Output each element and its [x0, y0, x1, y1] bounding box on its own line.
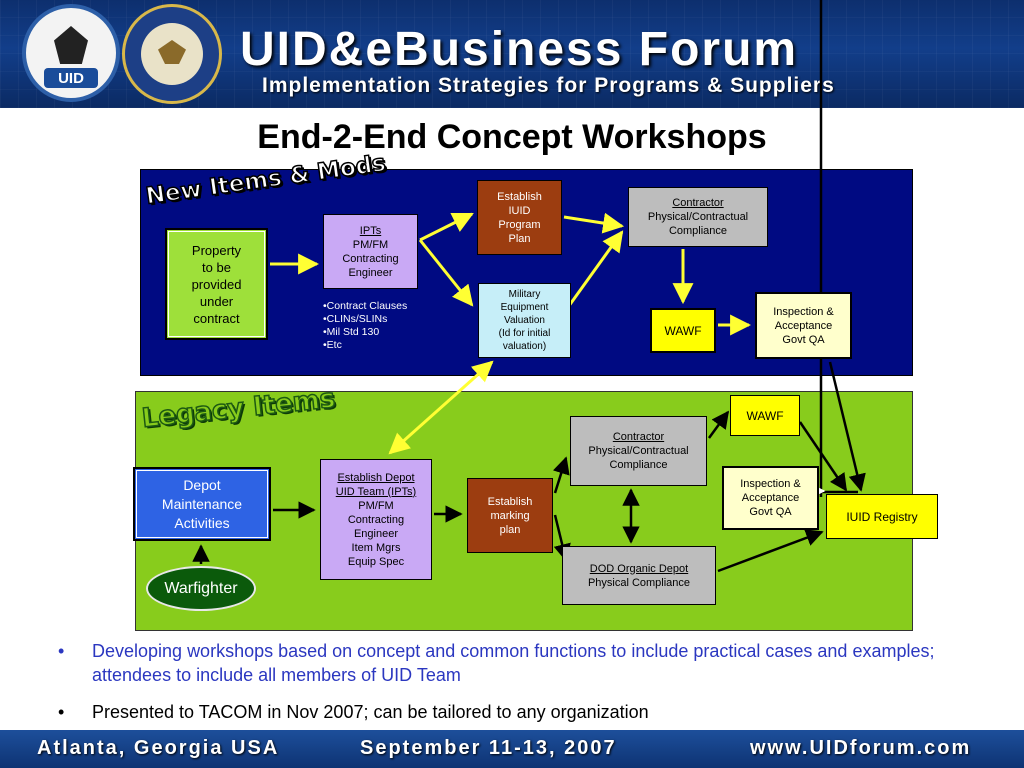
arrow-ipts-to-valuation	[418, 239, 474, 307]
property-line: to be	[202, 259, 231, 275]
bullet-text: Developing workshops based on concept an…	[92, 641, 935, 685]
arrow-contractor-to-wawf2	[707, 410, 730, 439]
footer-dates: September 11-13, 2007	[360, 737, 617, 759]
ipts-bullet: •CLINs/SLINs	[323, 313, 388, 325]
legacy-contractor-line: Compliance	[609, 459, 668, 471]
arrow-organic-to-registry	[717, 529, 824, 573]
legacy-inspection-acceptance-box: Inspection & Acceptance Govt QA	[722, 466, 819, 530]
marking-line: plan	[499, 523, 521, 536]
valuation-line: Valuation	[504, 315, 545, 326]
ipts-line: PM/FM	[352, 238, 389, 251]
ipts-bullet: •Contract Clauses	[323, 300, 408, 312]
legacy-wawf-label: WAWF	[746, 408, 784, 423]
warfighter-oval: Warfighter	[146, 566, 256, 611]
dod-organic-depot-box: DOD Organic Depot Physical Compliance	[562, 546, 716, 605]
depot-line: Maintenance	[161, 495, 243, 512]
plan-line: Program	[498, 218, 541, 231]
uid-logo: UID	[22, 4, 120, 102]
arrow-ipts-to-contractor	[563, 212, 625, 234]
depot-team-line: Equip Spec	[347, 555, 405, 568]
arrow-ipts-to-plan	[419, 212, 474, 242]
contractor-line: Physical/Contractual	[647, 211, 749, 223]
legacy-inspection-line: Acceptance	[741, 492, 800, 504]
ipts-bullet-list: •Contract Clauses •CLINs/SLINs •Mil Std …	[323, 300, 443, 352]
arrow-valuation-to-depot-team	[388, 360, 494, 455]
registry-label: IUID Registry	[846, 509, 918, 524]
bullet-dot: •	[58, 702, 65, 722]
ipts-line: Engineer	[348, 266, 393, 279]
depot-uid-team-box: Establish Depot UID Team (IPTs) PM/FM Co…	[320, 459, 432, 580]
depot-maintenance-box: Depot Maintenance Activities	[133, 467, 271, 541]
legacy-contractor-title: Contractor	[612, 431, 665, 443]
contractor-title: Contractor	[672, 197, 724, 209]
uid-logo-text: UID	[58, 70, 84, 87]
depot-line: Activities	[174, 514, 230, 531]
legacy-contractor-line: Physical/Contractual	[588, 445, 689, 457]
bullet-text: Presented to TACOM in Nov 2007; can be t…	[92, 702, 649, 722]
arrow-inspection1-to-registry	[828, 361, 866, 492]
slide-title: End-2-End Concept Workshops	[257, 118, 767, 156]
valuation-line: Equipment	[500, 302, 549, 313]
plan-line: Establish	[497, 190, 542, 203]
inspection-line: Govt QA	[782, 333, 825, 346]
depot-line: Depot	[183, 476, 221, 493]
valuation-line: (Id for initial	[498, 328, 551, 339]
property-box: Property to be provided under contract	[165, 228, 268, 340]
iuid-registry-box: IUID Registry	[826, 494, 938, 539]
forum-subtitle: Implementation Strategies for Programs &…	[262, 74, 835, 97]
marking-plan-box: Establish marking plan	[467, 478, 553, 553]
depot-team-line: PM/FM	[358, 499, 394, 512]
depot-team-title-2: UID Team (IPTs)	[335, 485, 417, 498]
legacy-wawf-box: WAWF	[730, 395, 800, 436]
footer-location: Atlanta, Georgia USA	[37, 737, 280, 759]
depot-team-title: Establish Depot	[337, 471, 415, 484]
marking-line: marking	[490, 509, 530, 522]
valuation-line: Military	[508, 289, 541, 300]
property-line: contract	[193, 310, 240, 326]
inspection-line: Acceptance	[774, 319, 833, 332]
ipts-bullet: •Etc	[323, 339, 342, 351]
wawf-label: WAWF	[664, 323, 702, 338]
organic-title: DOD Organic Depot	[589, 562, 689, 575]
contractor-compliance-box: Contractor Physical/Contractual Complian…	[628, 187, 768, 247]
legacy-inspection-line: Govt QA	[749, 506, 792, 518]
legacy-contractor-compliance-box: Contractor Physical/Contractual Complian…	[570, 416, 707, 486]
marking-line: Establish	[487, 495, 533, 508]
property-line: Property	[191, 242, 242, 258]
property-line: provided	[191, 276, 242, 292]
contractor-line: Compliance	[668, 225, 728, 237]
bullet-dot: •	[58, 641, 65, 661]
inspection-acceptance-box: Inspection & Acceptance Govt QA	[755, 292, 852, 359]
valuation-line: valuation)	[502, 341, 547, 352]
depot-team-line: Engineer	[353, 527, 399, 540]
depot-team-line: Item Mgrs	[351, 541, 401, 554]
organic-line: Physical Compliance	[587, 576, 691, 589]
wawf-box: WAWF	[650, 308, 716, 353]
warfighter-label: Warfighter	[164, 579, 238, 597]
ipts-box: IPTs PM/FM Contracting Engineer	[323, 214, 418, 289]
uid-logo-band	[44, 68, 98, 88]
depot-team-line: Contracting	[347, 513, 405, 526]
footer-banner	[0, 730, 1024, 768]
inspection-line: Inspection &	[773, 305, 834, 318]
arrow-wawf2-to-registry	[798, 421, 848, 492]
iuid-program-plan-box: Establish IUID Program Plan	[477, 180, 562, 255]
military-equipment-valuation-box: Military Equipment Valuation (Id for ini…	[478, 283, 571, 358]
ipts-bullet: •Mil Std 130	[323, 326, 380, 338]
arrow-plan-to-contractor	[564, 230, 624, 311]
plan-line: IUID	[508, 204, 531, 217]
arrow-marking-to-contractor	[552, 456, 570, 494]
footer-url: www.UIDforum.com	[750, 737, 972, 759]
legacy-inspection-line: Inspection &	[740, 478, 801, 490]
ipts-title: IPTs	[359, 224, 382, 237]
ipts-line: Contracting	[342, 252, 399, 265]
dod-seal-logo	[122, 4, 222, 104]
property-line: under	[199, 293, 234, 309]
forum-title: UID&eBusiness Forum	[240, 23, 799, 76]
plan-line: Plan	[508, 232, 531, 245]
